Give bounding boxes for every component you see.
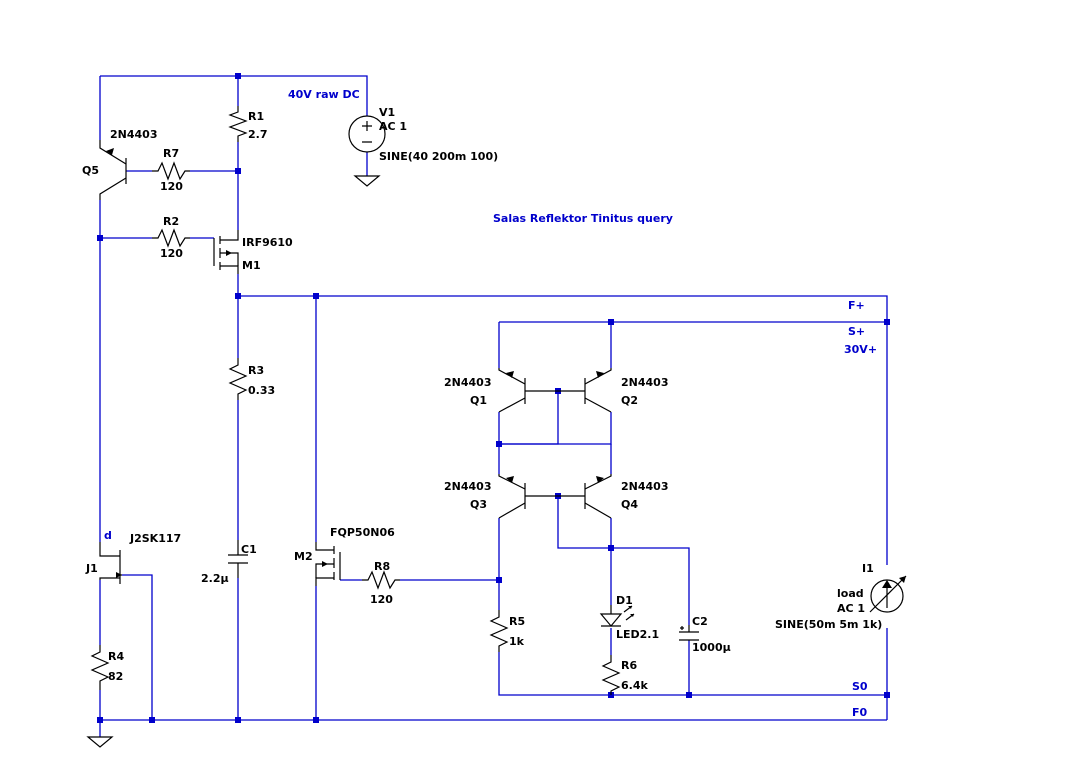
label-q4-model: 2N4403 <box>621 480 668 493</box>
transistor-q5 <box>99 140 127 200</box>
label-r2: R2 <box>163 215 179 228</box>
label-r8: R8 <box>374 560 390 573</box>
label-d1: D1 <box>616 594 633 607</box>
label-q3: Q3 <box>470 498 487 511</box>
label-r6: R6 <box>621 659 637 672</box>
label-m2: M2 <box>294 550 313 563</box>
resistor-r5 <box>489 610 509 652</box>
label-r5: R5 <box>509 615 525 628</box>
schematic-title: Salas Reflektor Tinitus query <box>493 212 673 225</box>
label-r3-value: 0.33 <box>248 384 275 397</box>
resistor-r3 <box>228 358 248 400</box>
resistor-r1 <box>228 106 248 142</box>
label-m2-model: FQP50N06 <box>330 526 395 539</box>
ground-symbol <box>86 736 114 748</box>
label-c1: C1 <box>241 543 257 556</box>
label-r4-value: 82 <box>108 670 123 683</box>
label-q1-model: 2N4403 <box>444 376 491 389</box>
resistor-r7 <box>152 161 190 181</box>
label-j1-model: J2SK117 <box>129 532 181 545</box>
label-v1: V1 <box>379 106 395 119</box>
label-r6-value: 6.4k <box>621 679 648 692</box>
label-j1: J1 <box>85 562 98 575</box>
label-q1: Q1 <box>470 394 487 407</box>
net-label-f0: F0 <box>852 706 868 719</box>
label-q2-model: 2N4403 <box>621 376 668 389</box>
label-c2: C2 <box>692 615 708 628</box>
net-label-s-plus: S+ <box>848 325 865 338</box>
label-d1-model: LED2.1 <box>616 628 659 641</box>
label-i1: I1 <box>862 562 874 575</box>
label-q2: Q2 <box>621 394 638 407</box>
net-label-s0: S0 <box>852 680 868 693</box>
transistor-q2 <box>558 368 612 413</box>
label-c2-value: 1000µ <box>692 641 731 654</box>
resistor-r2 <box>152 228 190 248</box>
label-v1-value: SINE(40 200m 100) <box>379 150 498 163</box>
capacitor-c1 <box>228 540 248 578</box>
mosfet-m1 <box>213 230 239 274</box>
net-label-30v: 30V+ <box>844 343 877 356</box>
label-q4: Q4 <box>621 498 638 511</box>
label-i1-ac: AC 1 <box>837 602 865 615</box>
supply-note: 40V raw DC <box>288 88 360 101</box>
label-q3-model: 2N4403 <box>444 480 491 493</box>
resistor-r6 <box>601 655 621 695</box>
resistor-r8 <box>362 570 400 590</box>
label-r3: R3 <box>248 364 264 377</box>
label-r2-value: 120 <box>160 247 183 260</box>
voltage-source-v1 <box>348 115 386 187</box>
label-v1-ac: AC 1 <box>379 120 407 133</box>
current-source-i1 <box>869 575 907 613</box>
jfet-j1 <box>99 542 122 584</box>
resistor-r4 <box>90 645 110 690</box>
transistor-q1 <box>498 368 558 413</box>
label-r4: R4 <box>108 650 124 663</box>
label-r1: R1 <box>248 110 264 123</box>
label-q5-model: 2N4403 <box>110 128 157 141</box>
label-q5: Q5 <box>82 164 99 177</box>
label-m1-model: IRF9610 <box>242 236 293 249</box>
label-c1-value: 2.2µ <box>201 572 229 585</box>
transistor-q3 <box>498 474 558 519</box>
label-r7-value: 120 <box>160 180 183 193</box>
mosfet-m2 <box>315 542 341 586</box>
label-m1: M1 <box>242 259 261 272</box>
label-r8-value: 120 <box>370 593 393 606</box>
label-i1-value: SINE(50m 5m 1k) <box>775 618 882 631</box>
label-r1-value: 2.7 <box>248 128 268 141</box>
transistor-q4 <box>558 474 612 519</box>
label-i1-name: load <box>837 587 864 600</box>
label-j1-pin: d <box>104 529 112 542</box>
net-label-f-plus: F+ <box>848 299 865 312</box>
capacitor-c2 <box>679 625 699 641</box>
label-r7: R7 <box>163 147 179 160</box>
led-d1 <box>599 605 635 627</box>
wires <box>99 75 888 737</box>
label-r5-value: 1k <box>509 635 525 648</box>
